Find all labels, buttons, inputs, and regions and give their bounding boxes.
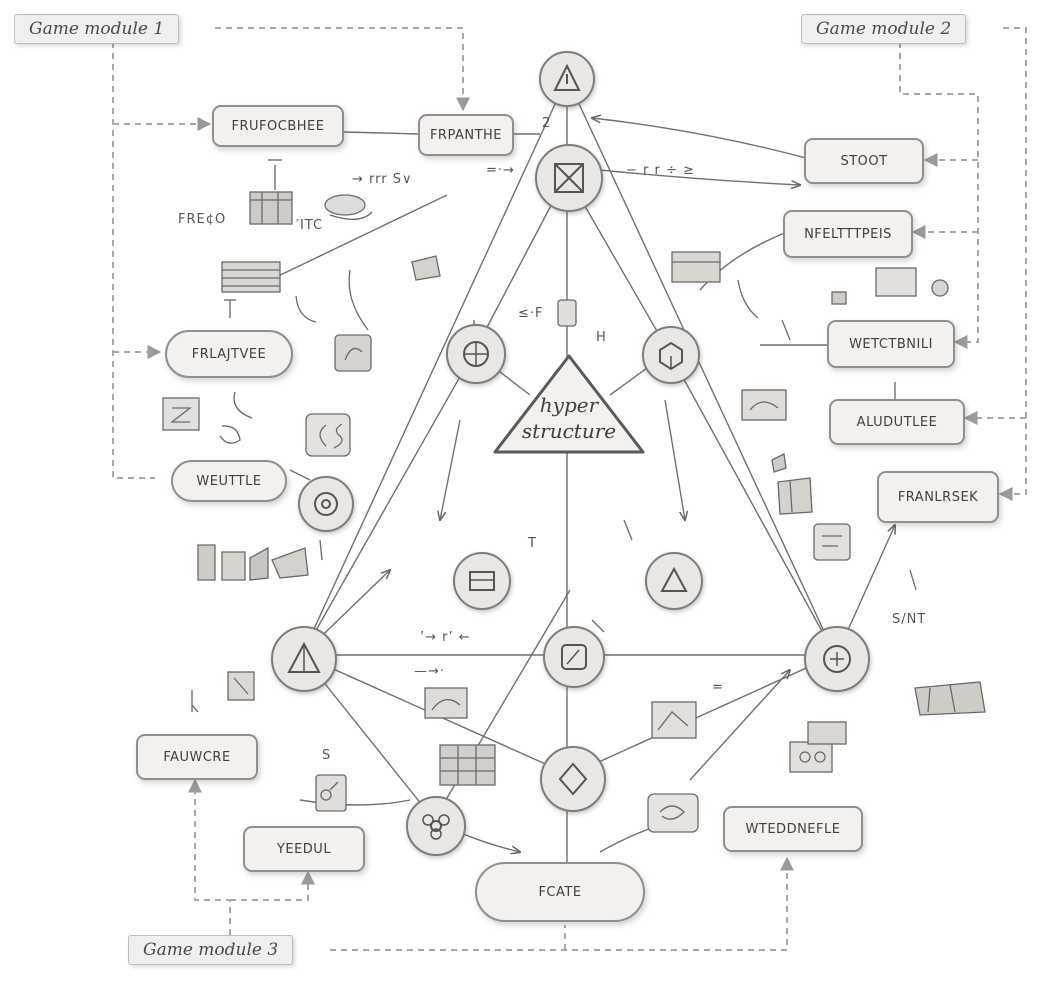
box-fcate[interactable]: FCATE [475,862,645,922]
node-right-inner[interactable] [642,326,700,384]
box-fauncre[interactable]: FAUWCRE [136,734,258,780]
game-module-1-label[interactable]: Game module 1 [14,14,180,44]
scribble-1: FRE¢O [178,212,227,227]
scribble-11: ’→ r’ ← [420,630,471,645]
doodles [162,191,986,833]
node-upper-hub[interactable] [535,144,603,212]
hyperstructure-triangle [493,354,645,454]
box-neltttpeis[interactable]: NFELTTTPEIS [783,210,913,258]
machine-icon [469,571,495,591]
flower-icon [422,814,450,840]
node-mid-left[interactable] [453,552,511,610]
toolbar-icon [789,721,847,773]
scribble-8: ≤·F [518,306,544,321]
hyperstructure-line2: structure [521,419,617,443]
scribble-9: T [528,536,537,551]
hyperstructure-label: hyper structure [505,392,633,444]
tablet-icon [561,644,587,670]
scribble-14: S [322,748,332,763]
bag-icon [334,334,372,372]
building-blocks-icon [197,544,309,581]
scribble-2: ′ITC [296,218,324,233]
scribble-3: → rrr S∨ [352,172,413,187]
cart-icon [671,251,721,283]
mini-diamond-icon [771,453,787,473]
warning-icon [553,63,581,91]
node-lower[interactable] [540,746,606,812]
crossed-box-icon [554,163,584,193]
node-lower-left[interactable] [406,796,466,856]
node-center[interactable] [543,626,605,688]
globe-icon [463,341,489,367]
cube-icon [659,341,683,371]
z-box-icon [162,397,200,431]
chart-card-icon [651,701,697,739]
crate-icon [249,191,293,225]
scribble-7: H [596,330,607,345]
node-top-warning[interactable] [539,51,595,107]
node-right-corner[interactable] [804,626,870,692]
node-mid-right[interactable] [645,552,703,610]
sticky-icon [813,523,851,561]
frame-icon [424,687,468,719]
box-yeedul[interactable]: YEEDUL [243,826,365,872]
rubble-icon [914,681,986,716]
box-wtedeneflle[interactable]: WTEDDNEFLE [723,806,863,852]
node-left-gear[interactable] [298,476,354,532]
tray-icon [741,389,787,421]
scribble-5: 2 [542,116,552,131]
box-wetctbnili[interactable]: WETCTBNILI [827,320,955,368]
cs-box-icon [305,413,351,457]
hyperstructure-line1: hyper [539,393,599,417]
crate-right-icon [777,477,813,515]
module-connectors [112,27,1027,951]
box-aludutlee[interactable]: ALUDUTLEE [829,399,965,445]
scribble-10: S/NT [892,612,927,627]
triangle-icon [287,641,321,673]
toys-icon [831,267,949,305]
bricks-icon [439,744,496,786]
paper-roll-icon [324,194,373,220]
game-module-2-label[interactable]: Game module 2 [801,14,967,44]
scribble-6: − r r ÷ ≥ [626,163,695,178]
pencil-strokes-icon [295,269,917,633]
node-left-inner[interactable] [446,324,506,384]
box-stoot[interactable]: STOOT [804,138,924,184]
pen-icon [219,391,253,444]
box-frlaltvee[interactable]: FRLAJTVEE [165,330,293,378]
stack-icon [221,261,281,293]
cog-map-icon [823,645,851,673]
pyramid-icon [660,566,688,592]
wallet-icon [647,793,699,833]
gear-icon [314,492,338,516]
hat-icon [411,255,441,281]
key-icon [315,774,347,812]
small-box-icon [227,671,255,701]
node-left-corner[interactable] [271,626,337,692]
diamond-icon [558,762,588,796]
box-frufocbhee[interactable]: FRUFOCBHEE [212,105,344,147]
game-module-3-label[interactable]: Game module 3 [128,935,294,965]
mini-tag-icon [557,299,577,327]
scribble-4: =·→ [486,163,515,178]
box-franlrsek[interactable]: FRANLRSEK [877,471,999,523]
scribble-12: = [712,680,724,695]
box-weuttlle[interactable]: WEUTTLE [171,460,287,502]
scribble-13: —→· [414,664,446,679]
box-frpanthe[interactable]: FRPANTHE [418,114,514,156]
